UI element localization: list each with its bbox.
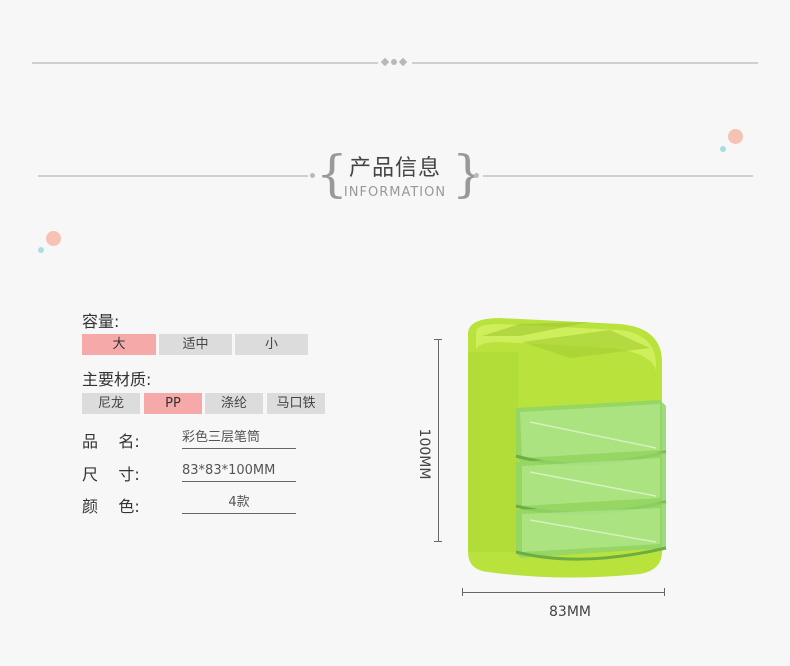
left-brace-icon: { bbox=[316, 145, 348, 203]
material-label: 主要材质: bbox=[82, 370, 152, 389]
capacity-option-medium: 适中 bbox=[159, 334, 232, 355]
header-divider-right bbox=[483, 175, 753, 177]
color-key: 颜 色: bbox=[82, 497, 140, 516]
height-dim-label: 100MM bbox=[416, 428, 432, 480]
size-key: 尺 寸: bbox=[82, 465, 140, 484]
top-divider-left bbox=[32, 62, 378, 64]
header-dot-right bbox=[474, 173, 479, 178]
bubble-pink-right bbox=[728, 129, 743, 144]
material-option-pp: PP bbox=[144, 393, 202, 414]
name-value: 彩色三层笔筒 bbox=[182, 428, 296, 449]
name-key: 品 名: bbox=[82, 432, 140, 451]
header-dot-left bbox=[310, 173, 315, 178]
holder-side-shade bbox=[468, 352, 518, 552]
capacity-label: 容量: bbox=[82, 312, 120, 331]
size-value: 83*83*100MM bbox=[182, 461, 296, 482]
width-dim-line bbox=[462, 592, 664, 593]
material-option-nylon: 尼龙 bbox=[82, 393, 140, 414]
capacity-option-large: 大 bbox=[82, 334, 156, 355]
divider-dot bbox=[391, 59, 397, 65]
bubble-pink-left bbox=[46, 231, 61, 246]
drawer-reflection-1 bbox=[529, 421, 657, 449]
material-option-tinplate: 马口铁 bbox=[267, 393, 325, 414]
header-divider-left bbox=[38, 175, 308, 177]
holder-compartment-left bbox=[482, 322, 590, 336]
height-dim-line bbox=[438, 339, 439, 541]
holder-compartment-right bbox=[522, 330, 650, 358]
bubble-blue-left bbox=[38, 247, 44, 253]
right-brace-icon: } bbox=[452, 145, 484, 203]
width-dim-label: 83MM bbox=[549, 604, 591, 620]
bubble-blue-right bbox=[720, 146, 726, 152]
color-value: 4款 bbox=[182, 493, 296, 514]
drawer-reflection-3 bbox=[529, 519, 657, 543]
top-divider-right bbox=[412, 62, 758, 64]
section-subtitle: INFORMATION bbox=[343, 185, 447, 200]
divider-diamond-left bbox=[380, 57, 390, 67]
section-title: 产品信息 bbox=[348, 156, 441, 181]
divider-diamond-right bbox=[398, 57, 408, 67]
height-dim-cap-bottom bbox=[434, 541, 442, 542]
drawer-reflection-2 bbox=[529, 471, 657, 497]
width-dim-cap-right bbox=[664, 588, 665, 596]
pen-holder-image bbox=[468, 318, 667, 578]
material-option-polyester: 涤纶 bbox=[205, 393, 263, 414]
capacity-option-small: 小 bbox=[235, 334, 308, 355]
